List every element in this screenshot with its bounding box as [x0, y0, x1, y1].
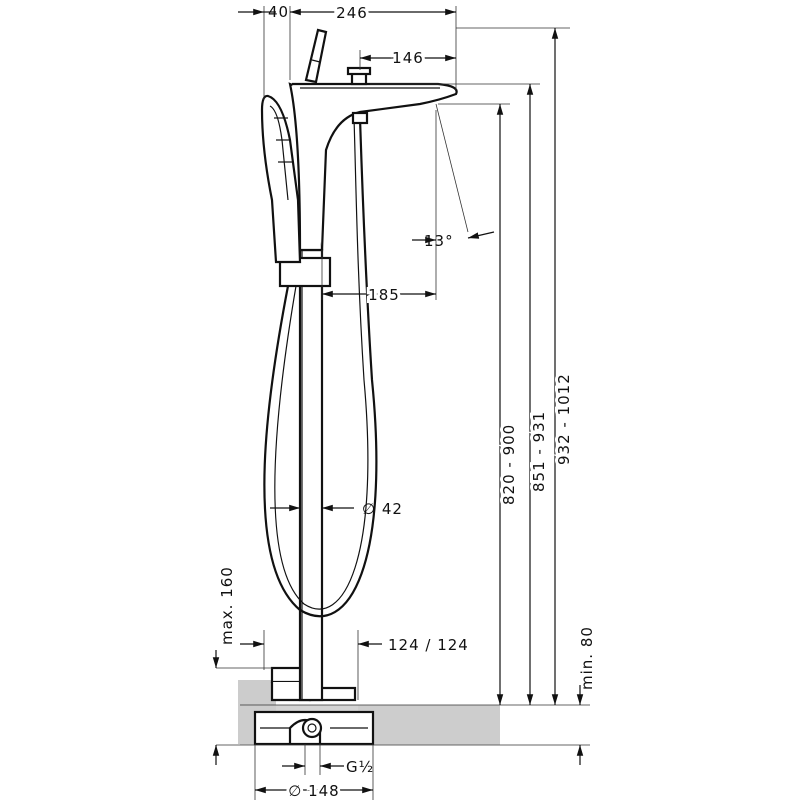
dim-diameter-42: ∅ 42	[362, 500, 403, 518]
lever-handle	[304, 28, 328, 84]
dim-min-80: min. 80	[578, 626, 596, 690]
dim-height-851-931: 851 - 931	[530, 411, 548, 492]
dim-146: 146	[392, 49, 424, 67]
hand-shower	[260, 94, 302, 264]
dim-13-degrees: 13°	[424, 232, 454, 250]
dim-246: 246	[336, 4, 368, 22]
shower-hose	[263, 117, 378, 618]
dimension-arrows	[212, 8, 584, 794]
dim-185: 185	[368, 286, 400, 304]
diverter-knob	[346, 66, 372, 86]
dim-124-124: 124 / 124	[388, 636, 469, 654]
dim-height-820-900: 820 - 900	[500, 424, 518, 505]
dim-diameter-148: ∅ 148	[288, 782, 339, 800]
mounting-box	[253, 710, 375, 746]
spout-body	[288, 82, 458, 252]
dim-max-160: max. 160	[218, 566, 236, 645]
dim-height-932-1012: 932 - 1012	[555, 373, 573, 465]
dim-40: 40	[268, 3, 289, 21]
dim-thread-g-half: G½	[346, 758, 374, 776]
main-column	[298, 248, 324, 702]
